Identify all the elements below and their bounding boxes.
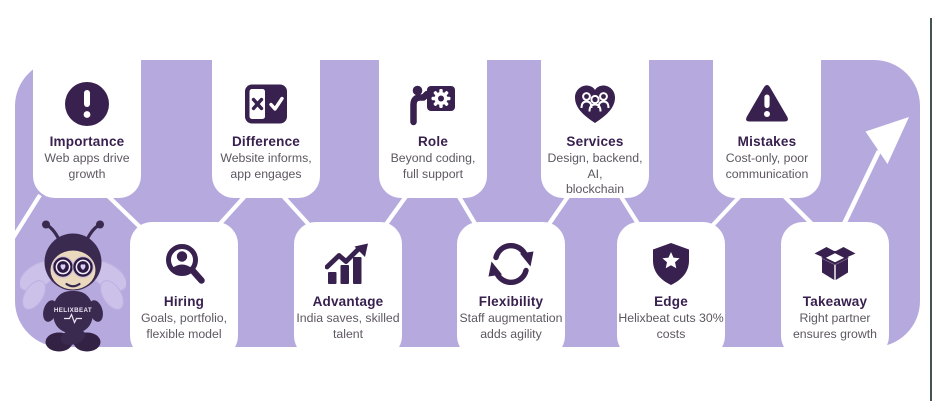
refresh-arrows-icon — [488, 241, 534, 287]
card-subtitle: Web apps drive growth — [44, 151, 130, 181]
presenter-board-icon — [410, 81, 456, 127]
card-difference: Difference Website informs, app engages — [212, 50, 320, 198]
card-services: Services Design, backend, AI, blockchain — [541, 50, 649, 198]
card-title: Hiring — [163, 294, 205, 309]
card-title: Edge — [654, 294, 688, 309]
card-title: Flexibility — [478, 294, 544, 309]
card-title: Advantage — [312, 294, 384, 309]
heartbeat-line-icon — [64, 313, 82, 324]
card-subtitle: Beyond coding, full support — [390, 151, 476, 181]
card-subtitle: Helixbeat cuts 30% costs — [618, 311, 724, 341]
card-subtitle: India saves, skilled talent — [296, 311, 400, 341]
card-advantage: Advantage India saves, skilled talent — [294, 222, 402, 358]
open-box-icon — [812, 241, 858, 287]
card-subtitle: Cost-only, poor communication — [725, 151, 809, 181]
helixbeat-mascot: HELIXBEAT — [20, 220, 126, 352]
card-title: Importance — [49, 134, 125, 149]
mascot-mouth — [65, 282, 81, 288]
card-edge: Edge Helixbeat cuts 30% costs — [617, 222, 725, 358]
card-flexibility: Flexibility Staff augmentation adds agil… — [457, 222, 565, 358]
exclamation-circle-icon — [64, 81, 110, 127]
mascot-label: HELIXBEAT — [54, 307, 92, 314]
checkbox-icon — [243, 81, 289, 127]
shield-star-icon — [648, 241, 694, 287]
card-title: Mistakes — [737, 134, 797, 149]
mascot-body — [53, 291, 93, 333]
search-person-icon — [161, 241, 207, 287]
growth-chart-icon — [325, 241, 371, 287]
card-subtitle: Staff augmentation adds agility — [459, 311, 563, 341]
card-title: Services — [566, 134, 624, 149]
card-importance: Importance Web apps drive growth — [33, 50, 141, 198]
card-takeaway: Takeaway Right partner ensures growth — [781, 222, 889, 358]
window-edge-line — [930, 18, 932, 401]
card-subtitle: Website informs, app engages — [220, 151, 312, 181]
card-title: Role — [417, 134, 449, 149]
card-title: Takeaway — [802, 294, 868, 309]
card-role: Role Beyond coding, full support — [379, 50, 487, 198]
card-subtitle: Right partner ensures growth — [792, 311, 878, 341]
mascot-eyes — [52, 256, 94, 278]
heart-team-icon — [572, 81, 618, 127]
card-title: Difference — [231, 134, 301, 149]
card-mistakes: Mistakes Cost-only, poor communication — [713, 50, 821, 198]
card-subtitle: Goals, portfolio, flexible model — [140, 311, 228, 341]
card-hiring: Hiring Goals, portfolio, flexible model — [130, 222, 238, 358]
card-subtitle: Design, backend, AI, blockchain — [547, 151, 643, 197]
warning-triangle-icon — [744, 81, 790, 127]
